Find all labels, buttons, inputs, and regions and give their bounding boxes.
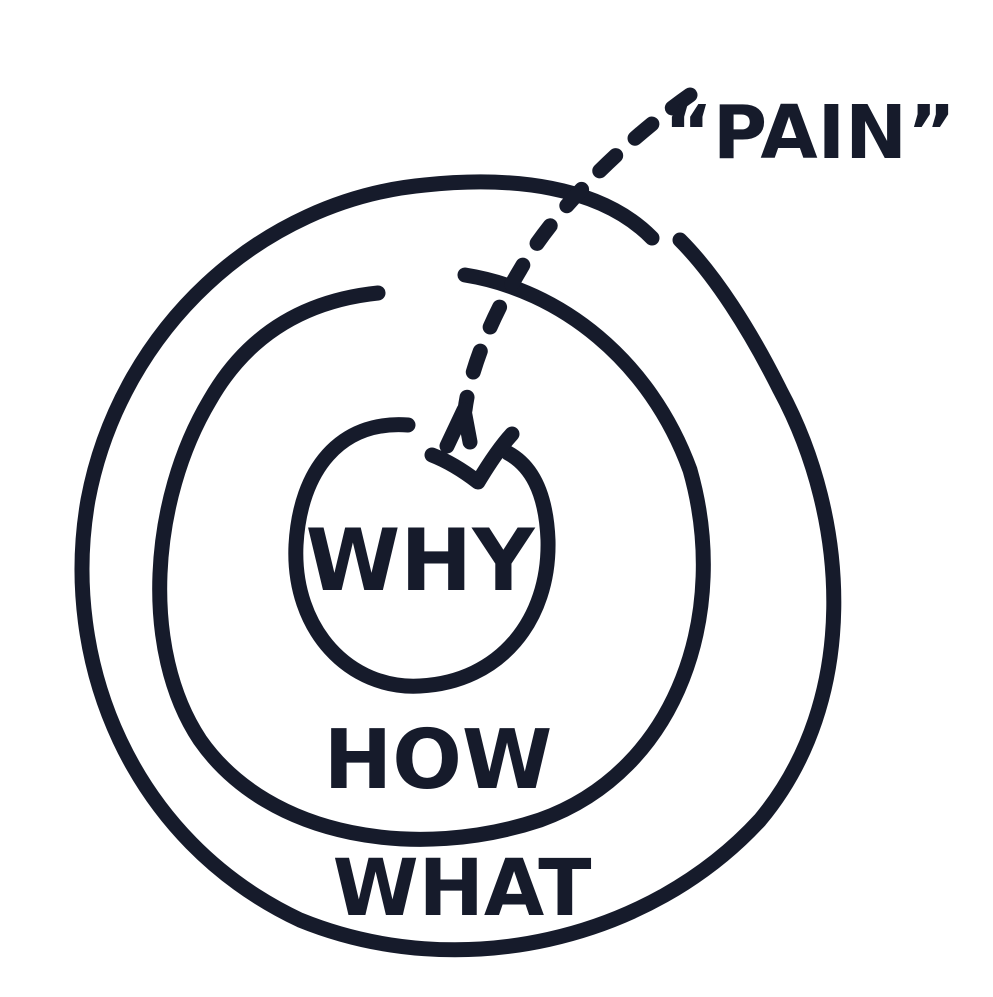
why-label: WHY: [305, 511, 536, 611]
outer-circle: [74, 174, 842, 958]
dashed-arrow-icon: [457, 87, 698, 418]
inner-circle: [288, 417, 556, 694]
pain-label: “PAIN”: [664, 90, 955, 176]
middle-circle: [152, 267, 711, 847]
checkmark-icon: [424, 426, 520, 490]
how-label: HOW: [324, 713, 553, 808]
what-label: WHAT: [333, 844, 592, 934]
arrow-head: [439, 402, 478, 454]
